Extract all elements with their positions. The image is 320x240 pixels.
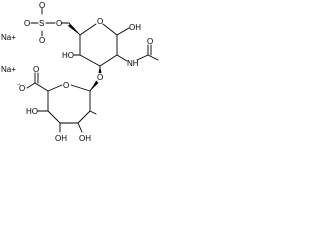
glucuronate-c4-hydroxyl: HO bbox=[26, 107, 38, 116]
carboxylate-oxygen-anion: O bbox=[19, 84, 25, 93]
stereo-wedges bbox=[68, 24, 102, 91]
sulfate-ester-oxygen: O bbox=[56, 19, 62, 28]
bond-ringO-c5p bbox=[47, 84, 63, 92]
chemical-structure-diagram: Na+ Na+ O S O O O O OH HO NH O O O O O H… bbox=[1, 1, 159, 143]
glycosidic-oxygen: O bbox=[97, 73, 103, 82]
bond-c5p-carboxyl bbox=[34, 82, 49, 92]
sulfur-atom: S bbox=[39, 19, 44, 28]
bond-c2p-oh bbox=[77, 122, 83, 133]
bond-c4p-c3p bbox=[47, 110, 61, 124]
sulfate-oxygen-left: O bbox=[24, 19, 30, 28]
carboxylate-negative-charge: − bbox=[17, 82, 21, 88]
bond-c1p-oh bbox=[89, 110, 97, 115]
galnac-anomeric-hydroxyl: OH bbox=[129, 23, 141, 32]
sodium-ion-upper: Na+ bbox=[1, 33, 16, 42]
galnac-ring-oxygen: O bbox=[97, 17, 103, 26]
wedge-c3-o bbox=[98, 66, 102, 73]
bond-ringO-c1 bbox=[102, 23, 118, 36]
glucuronate-ring-oxygen: O bbox=[63, 81, 69, 90]
bond-carbonyl-methyl bbox=[147, 54, 159, 61]
bond-c2-n bbox=[116, 54, 128, 62]
bond-c3-c4 bbox=[79, 54, 101, 67]
wedge-c5-ch2 bbox=[68, 24, 80, 35]
glucuronate-c3-hydroxyl: OH bbox=[55, 134, 67, 143]
charge-markers: − bbox=[17, 82, 21, 88]
galnac-c4-hydroxyl: HO bbox=[62, 51, 74, 60]
bond-c1p-ringO bbox=[70, 84, 91, 92]
carboxylate-oxygen-carbonyl: O bbox=[33, 65, 39, 74]
sulfate-oxygen-lower: O bbox=[39, 36, 45, 45]
sodium-ion-lower: Na+ bbox=[1, 65, 16, 74]
galnac-acetyl-oxygen: O bbox=[147, 37, 153, 46]
atom-labels: Na+ Na+ O S O O O O OH HO NH O O O O O H… bbox=[1, 1, 153, 143]
galnac-amide-nitrogen: NH bbox=[127, 59, 139, 68]
sulfate-oxygen-upper: O bbox=[39, 1, 45, 10]
bond-n-carbonyl bbox=[136, 54, 149, 61]
bond-c2p-c1p bbox=[77, 110, 91, 124]
bond-c1-oh bbox=[116, 27, 130, 36]
glucuronate-c2-hydroxyl: OH bbox=[79, 134, 91, 143]
bond-carboxyl-o-down bbox=[26, 82, 36, 89]
wedge-c1p-o bbox=[90, 81, 99, 91]
bond-c2-c3 bbox=[99, 54, 118, 67]
bond-c5-ringO bbox=[79, 23, 97, 36]
